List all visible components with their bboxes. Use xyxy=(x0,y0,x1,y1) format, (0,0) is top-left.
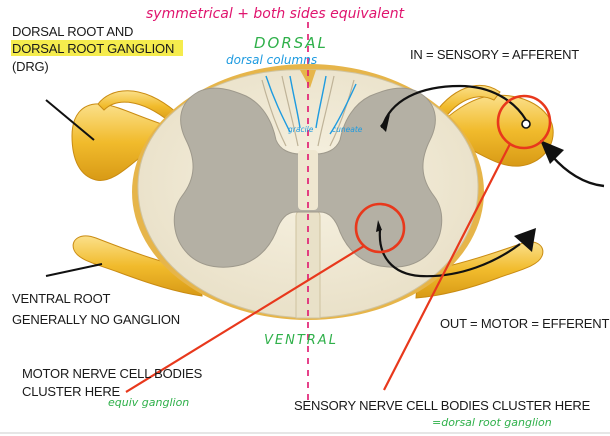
motor-horn-pointer-line xyxy=(125,245,365,393)
out-motor-label: OUT = MOTOR = EFFERENT xyxy=(440,316,609,331)
equiv-ganglion-note: equiv ganglion xyxy=(108,396,189,409)
dorsal-columns-label: dorsal columns xyxy=(226,53,317,67)
drg-label-highlight xyxy=(11,40,183,56)
in-sensory-label: IN = SENSORY = AFFERENT xyxy=(410,47,579,62)
ventral-label: VENTRAL xyxy=(264,333,338,348)
dorsal-root-label-line2: DORSAL ROOT GANGLION xyxy=(12,41,174,56)
dorsal-fissure xyxy=(300,70,316,88)
dorsal-root-label-line3: (DRG) xyxy=(12,59,49,74)
dorsal-root-ganglion-cell xyxy=(521,119,531,129)
motor-cluster-label-line2: CLUSTER HERE xyxy=(22,384,121,399)
motor-cell-body xyxy=(376,220,382,232)
afferent-tip xyxy=(380,114,390,132)
left-ventral-root xyxy=(72,235,203,297)
ventral-root-leader xyxy=(45,263,103,277)
dorsal-root-leader xyxy=(45,99,95,141)
right-dorsal-root-stem xyxy=(429,84,501,129)
afferent-pathway xyxy=(380,84,527,129)
dorsal-root-label-line1: DORSAL ROOT AND xyxy=(12,24,133,39)
incoming-signal-arrow xyxy=(551,155,605,188)
gracile-label: gracile xyxy=(288,125,314,134)
sensory-cluster-label: SENSORY NERVE CELL BODIES CLUSTER HERE xyxy=(294,398,591,413)
ganglion-pointer-line xyxy=(383,143,511,391)
dorsal-label: DORSAL xyxy=(254,34,328,52)
dorsal-column-ink xyxy=(265,75,357,135)
cuneate-label: cuneate xyxy=(332,125,363,134)
ventral-root-label-line2: GENERALLY NO GANGLION xyxy=(12,312,180,327)
motor-horn-highlight-circle xyxy=(354,202,406,254)
drg-note: =dorsal root ganglion xyxy=(432,416,552,429)
right-ventral-root xyxy=(415,241,544,299)
ventral-root-label-line1: VENTRAL ROOT xyxy=(12,291,111,306)
incoming-signal-arrowhead xyxy=(540,140,564,164)
top-note: symmetrical + both sides equivalent xyxy=(146,6,405,22)
dorsal-column-lines xyxy=(261,75,355,147)
ganglion-highlight-circle xyxy=(496,94,552,150)
motor-cluster-label-line1: MOTOR NERVE CELL BODIES xyxy=(22,366,203,381)
efferent-arrowhead xyxy=(514,228,536,252)
